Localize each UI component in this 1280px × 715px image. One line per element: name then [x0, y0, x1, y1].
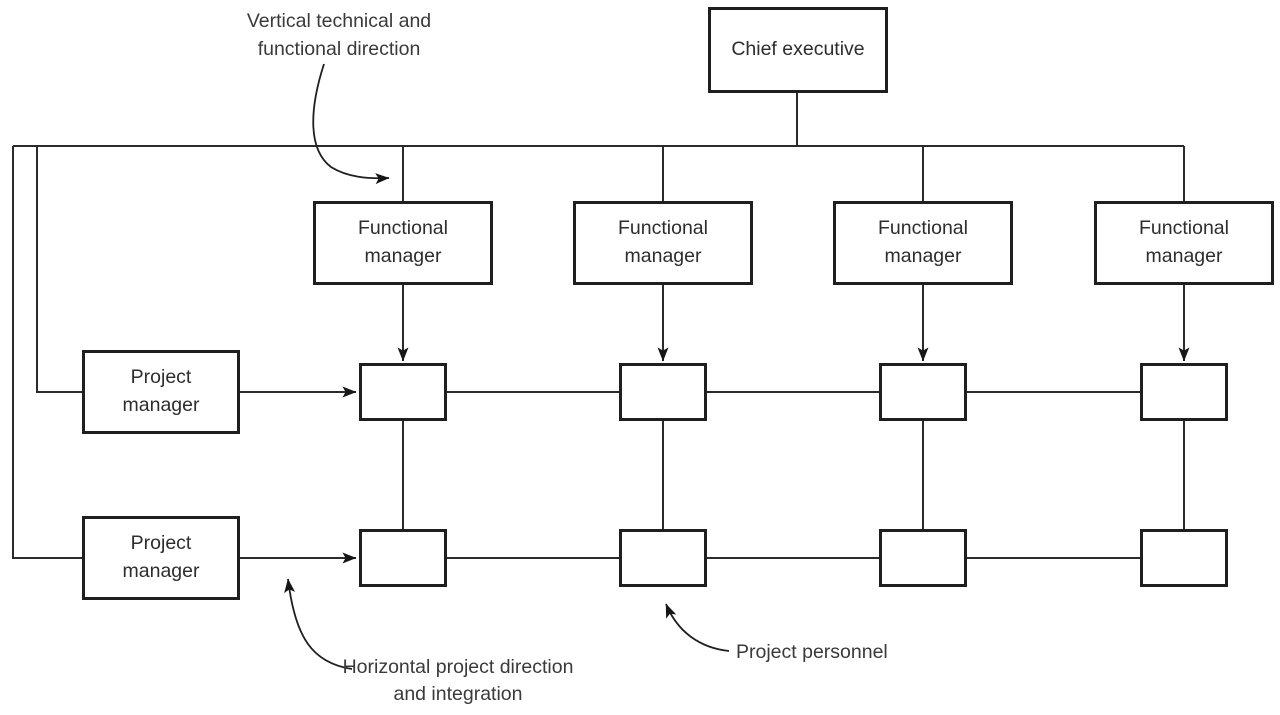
functional-manager-label: Functional manager — [1139, 217, 1229, 267]
functional-manager-label: Functional manager — [878, 217, 968, 267]
hierarchy-trunk-lines — [12, 93, 1185, 559]
personnel-cell-r2c3 — [879, 529, 967, 587]
annotation-leader-arrows — [284, 63, 730, 670]
horizontal-direction-annotation: Horizontal project direction and integra… — [342, 656, 574, 705]
personnel-grid-lines — [402, 391, 1185, 559]
functional-manager-node-3: Functional manager — [833, 201, 1013, 285]
functional-manager-label: Functional manager — [358, 217, 448, 267]
personnel-cell-r1c2 — [619, 363, 707, 421]
functional-manager-node-1: Functional manager — [313, 201, 493, 285]
chief-executive-node: Chief executive — [708, 7, 888, 93]
horizontal-direction-leader — [284, 578, 353, 670]
personnel-cell-r1c3 — [879, 363, 967, 421]
personnel-cell-r2c4 — [1140, 529, 1228, 587]
vertical-direction-leader — [312, 63, 390, 185]
project-manager-label: Project manager — [122, 532, 200, 582]
pm2-feed-line — [12, 146, 82, 559]
project-personnel-leader — [665, 603, 730, 652]
functional-manager-node-2: Functional manager — [573, 201, 753, 285]
project-manager-label: Project manager — [122, 366, 200, 416]
project-personnel-annotation: Project personnel — [736, 641, 888, 663]
functional-manager-label: Functional manager — [618, 217, 708, 267]
functional-manager-node-4: Functional manager — [1094, 201, 1274, 285]
personnel-cell-r1c1 — [359, 363, 447, 421]
project-manager-node-2: Project manager — [82, 516, 240, 600]
project-manager-node-1: Project manager — [82, 350, 240, 434]
personnel-cell-r2c1 — [359, 529, 447, 587]
personnel-cell-r1c4 — [1140, 363, 1228, 421]
pm1-feed-line — [36, 146, 82, 393]
functional-authority-arrows — [240, 285, 1190, 564]
vertical-direction-annotation: Vertical technical and functional direct… — [246, 10, 432, 60]
personnel-cell-r2c2 — [619, 529, 707, 587]
chief-executive-label: Chief executive — [731, 38, 865, 61]
